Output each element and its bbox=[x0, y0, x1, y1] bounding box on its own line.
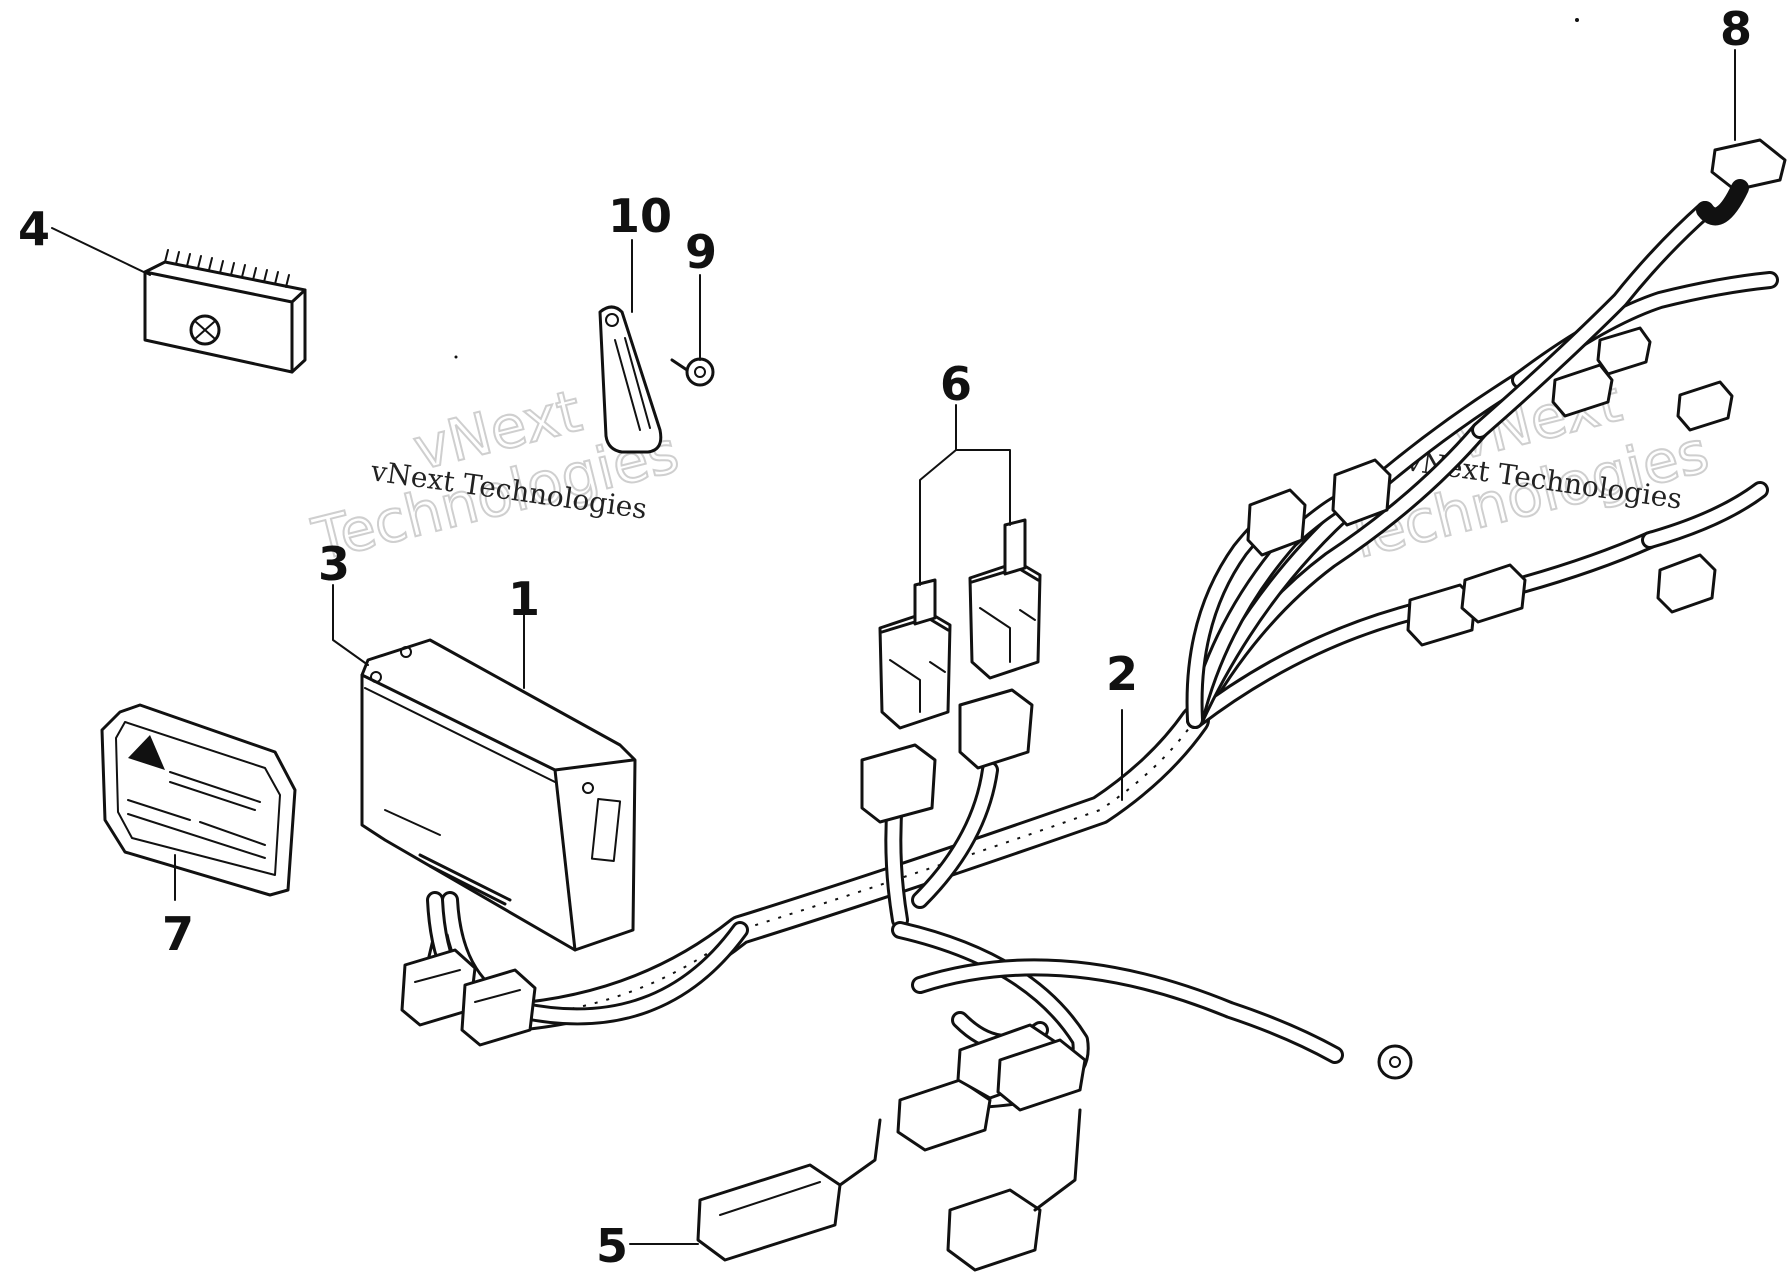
callout-3: 3 bbox=[318, 537, 350, 591]
callouts: 1 2 3 4 5 6 7 8 9 10 bbox=[18, 2, 1752, 1273]
callout-2: 2 bbox=[1106, 647, 1138, 701]
part-4-pin-connector bbox=[143, 249, 307, 374]
leader-lines bbox=[51, 49, 1736, 1245]
callout-5: 5 bbox=[596, 1219, 628, 1273]
part-9-bolt bbox=[670, 357, 715, 387]
callout-9: 9 bbox=[685, 225, 717, 279]
callout-4: 4 bbox=[18, 202, 50, 256]
part-1-control-unit bbox=[360, 638, 637, 952]
callout-10: 10 bbox=[608, 189, 672, 243]
callout-6: 6 bbox=[940, 357, 972, 411]
callout-7: 7 bbox=[162, 907, 194, 961]
part-6-relay-left bbox=[878, 578, 952, 730]
harness-connectors bbox=[400, 138, 1787, 1272]
callout-1: 1 bbox=[508, 572, 540, 626]
part-10-bracket bbox=[598, 305, 663, 454]
callout-8: 8 bbox=[1720, 2, 1752, 56]
part-6-relay-right bbox=[968, 518, 1042, 680]
part-7-label-plate bbox=[100, 703, 297, 897]
